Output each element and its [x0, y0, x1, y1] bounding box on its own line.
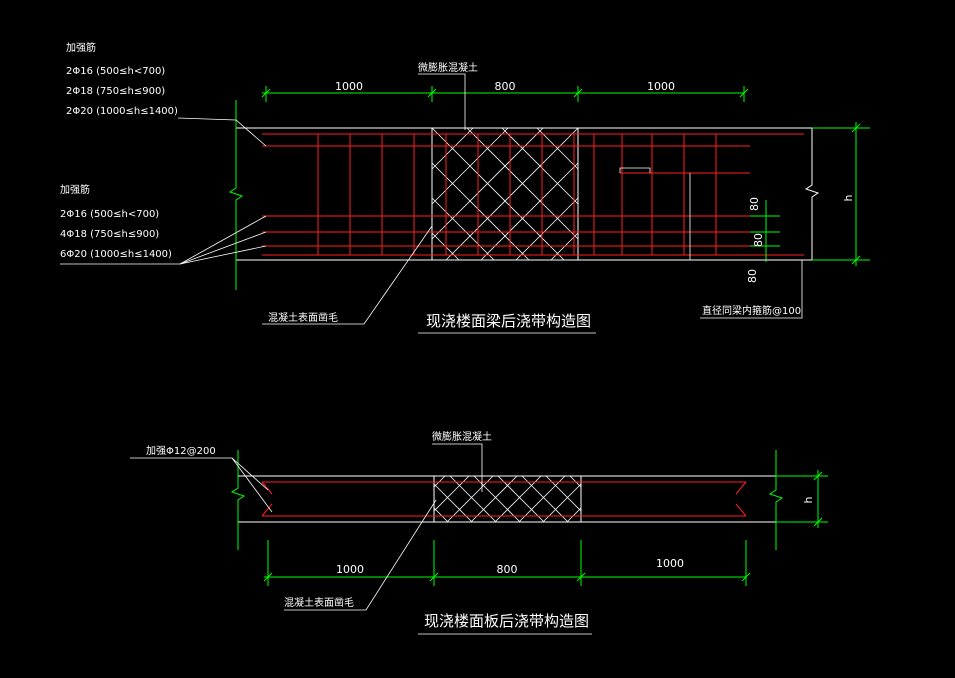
beam-spacing-dimension	[750, 200, 780, 262]
beam-top-rebar-heading: 加强筋	[66, 41, 96, 54]
slab-leaders	[130, 443, 592, 635]
beam-concrete-label: 微膨胀混凝土	[418, 61, 478, 74]
beam-dimension-chain	[261, 86, 749, 102]
beam-dim-right: 1000	[647, 80, 675, 93]
slab-rebar	[261, 481, 747, 517]
slab-height-label: h	[802, 496, 815, 503]
beam-top-rebar-1: 2Φ16 (500≤h<700)	[66, 66, 165, 77]
slab-concrete-label: 微膨胀混凝土	[432, 430, 492, 443]
beam-right-break-line	[804, 128, 820, 260]
beam-height-label: h	[842, 194, 855, 201]
beam-dim-left: 1000	[335, 80, 363, 93]
beam-leaders	[60, 73, 803, 334]
beam-bottom-rebar-3: 6Φ20 (1000≤h≤1400)	[60, 249, 172, 260]
beam-stirrups	[317, 134, 717, 255]
slab-left-break-line	[230, 450, 246, 550]
slab-title: 现浇楼面板后浇带构造图	[424, 612, 589, 630]
slab-dim-right: 1000	[656, 557, 684, 570]
beam-surface-label: 混凝土表面凿毛	[268, 311, 338, 324]
beam-detail: 1000 800 1000 h 80 80 80	[60, 41, 870, 334]
slab-height-dimension	[776, 470, 828, 528]
beam-side-dim-1: 80	[748, 197, 761, 211]
beam-side-dim-2: 80	[752, 233, 765, 247]
slab-rebar-label: 加强Φ12@200	[146, 445, 216, 457]
slab-pour-strip	[433, 475, 582, 523]
beam-height-dimension	[812, 122, 870, 266]
beam-pour-strip	[431, 127, 579, 261]
slab-detail: 1000 800 1000 h 加强Φ12@200 微膨胀混凝土 混凝土表面凿毛…	[130, 430, 828, 635]
slab-dimension-chain	[263, 540, 751, 586]
slab-surface-label: 混凝土表面凿毛	[284, 596, 354, 609]
beam-top-rebar-2: 2Φ18 (750≤h≤900)	[66, 86, 165, 97]
beam-crosshatch	[431, 127, 579, 261]
slab-right-break-line	[768, 450, 784, 550]
beam-left-break-line	[228, 100, 244, 290]
beam-longitudinal-rebar	[262, 133, 804, 256]
beam-bottom-rebar-2: 4Φ18 (750≤h≤900)	[60, 229, 159, 240]
beam-mesh-label: 直径同梁内箍筋@100	[702, 304, 801, 317]
beam-title: 现浇楼面梁后浇带构造图	[426, 312, 591, 330]
slab-dim-left: 1000	[336, 563, 364, 576]
beam-bottom-rebar-heading: 加强筋	[60, 183, 90, 196]
beam-side-dim-3: 80	[746, 269, 759, 283]
slab-crosshatch	[433, 475, 582, 523]
beam-top-rebar-3: 2Φ20 (1000≤h≤1400)	[66, 106, 178, 117]
beam-bottom-rebar-1: 2Φ16 (500≤h<700)	[60, 209, 159, 220]
slab-dim-middle: 800	[497, 563, 518, 576]
beam-dim-middle: 800	[495, 80, 516, 93]
